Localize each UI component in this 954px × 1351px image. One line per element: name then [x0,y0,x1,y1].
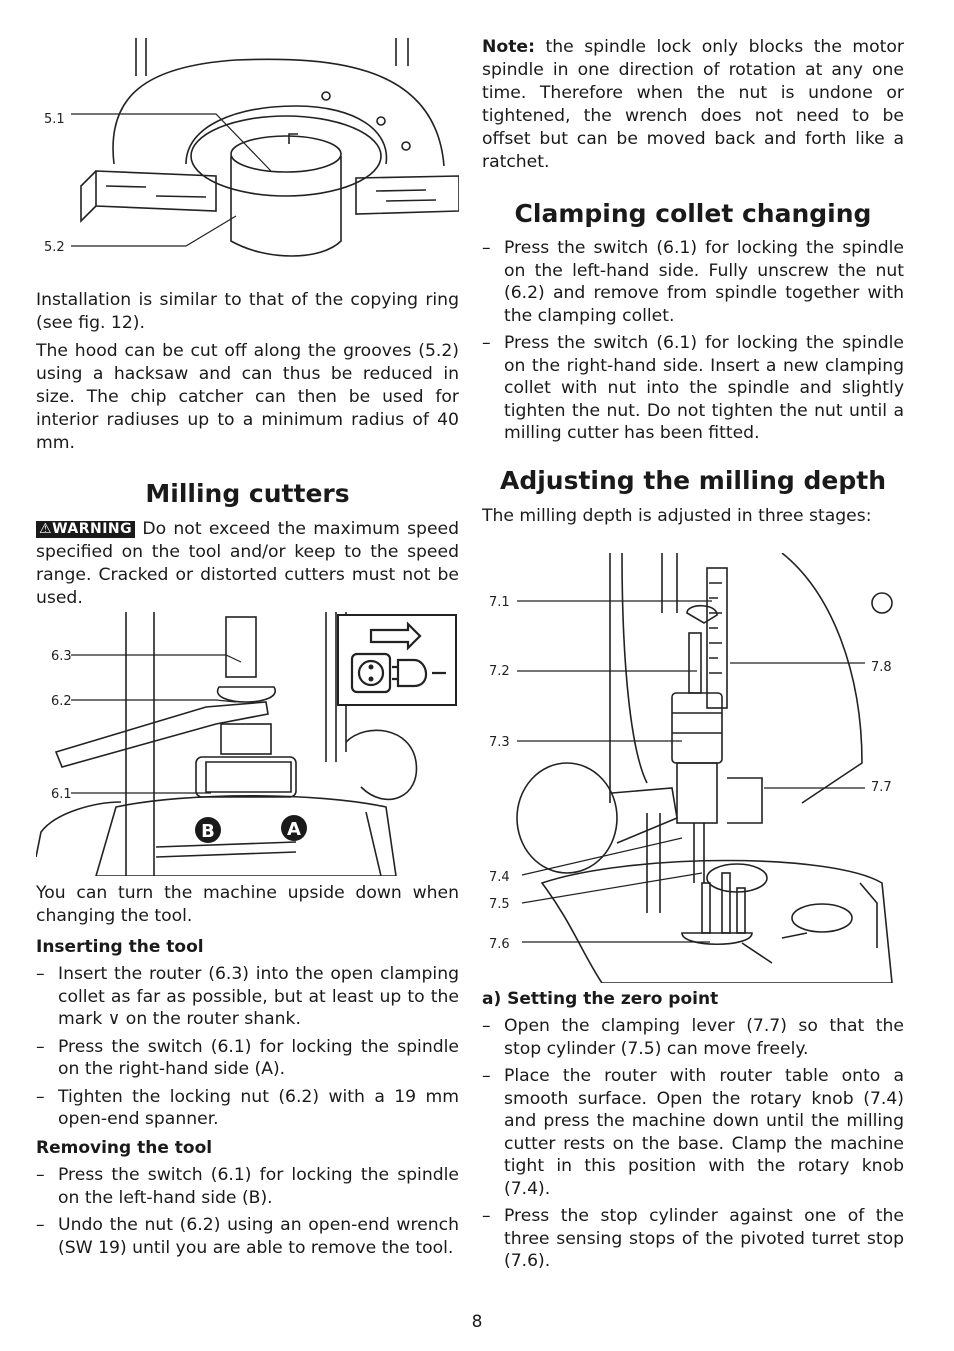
list-item: Tighten the locking nut (6.2) with a 19 … [36,1086,459,1131]
label-5-2: 5.2 [44,240,65,255]
warning-paragraph: ⚠WARNING Do not exceed the maximum speed… [36,518,459,610]
page-number: 8 [471,1312,483,1332]
label-7-8: 7.8 [871,660,892,675]
list-item: Press the switch (6.1) for locking the s… [482,237,904,327]
list-item: Press the switch (6.1) for locking the s… [482,332,904,445]
letter-a-marker: A [287,819,301,840]
zero-point-list: Open the clamping lever (7.7) so that th… [482,1015,904,1278]
label-7-4: 7.4 [489,870,510,885]
label-6-3: 6.3 [51,649,72,664]
list-item: Press the switch (6.1) for locking the s… [36,1164,459,1209]
heading-setting-zero-point: a) Setting the zero point [482,989,719,1009]
list-item: Open the clamping lever (7.7) so that th… [482,1015,904,1060]
label-6-1: 6.1 [51,787,72,802]
label-7-3: 7.3 [489,735,510,750]
figure-7-depth-stop: 7.1 7.2 7.3 7.4 7.5 7.6 7.7 7.8 [489,553,893,983]
list-item: Press the stop cylinder against one of t… [482,1205,904,1273]
label-7-7: 7.7 [871,780,892,795]
heading-removing-tool: Removing the tool [36,1138,213,1158]
upside-down-paragraph: You can turn the machine upside down whe… [36,883,459,926]
list-item: Insert the router (6.3) into the open cl… [36,963,459,1031]
label-7-6: 7.6 [489,937,510,952]
heading-adjusting-depth: Adjusting the milling depth [499,466,887,495]
letter-b-marker: B [201,821,215,842]
collet-list: Press the switch (6.1) for locking the s… [482,237,904,450]
heading-inserting-tool: Inserting the tool [36,937,204,957]
figure-5-chip-catcher: 5.1 5.2 [44,38,459,257]
warning-triangle-icon: ⚠ [39,521,53,537]
note-paragraph: Note: the spindle lock only blocks the m… [482,36,904,174]
intro-paragraph-1: Installation is similar to that of the c… [36,290,459,333]
warning-badge: ⚠WARNING [36,521,136,538]
list-item: Place the router with router table onto … [482,1065,904,1200]
label-7-2: 7.2 [489,664,510,679]
warning-text: Do not exceed the maximum speed specifie… [36,519,459,608]
note-label: Note: [482,37,535,57]
label-7-1: 7.1 [489,595,510,610]
warning-badge-label: WARNING [52,521,133,537]
intro-paragraph-2: The hood can be cut off along the groove… [36,341,459,453]
label-5-1: 5.1 [44,112,65,127]
label-7-5: 7.5 [489,897,510,912]
inserting-list: Insert the router (6.3) into the open cl… [36,963,459,1136]
figure-6-spindle-lock: B A 6.3 6.2 6.1 [36,612,457,876]
note-text: the spindle lock only blocks the motor s… [482,37,904,172]
heading-clamping-collet: Clamping collet changing [514,199,872,228]
list-item: Undo the nut (6.2) using an open-end wre… [36,1214,459,1259]
depth-intro: The milling depth is adjusted in three s… [482,506,872,526]
removing-list: Press the switch (6.1) for locking the s… [36,1164,459,1264]
heading-milling-cutters: Milling cutters [145,479,350,508]
label-6-2: 6.2 [51,694,72,709]
list-item: Press the switch (6.1) for locking the s… [36,1036,459,1081]
